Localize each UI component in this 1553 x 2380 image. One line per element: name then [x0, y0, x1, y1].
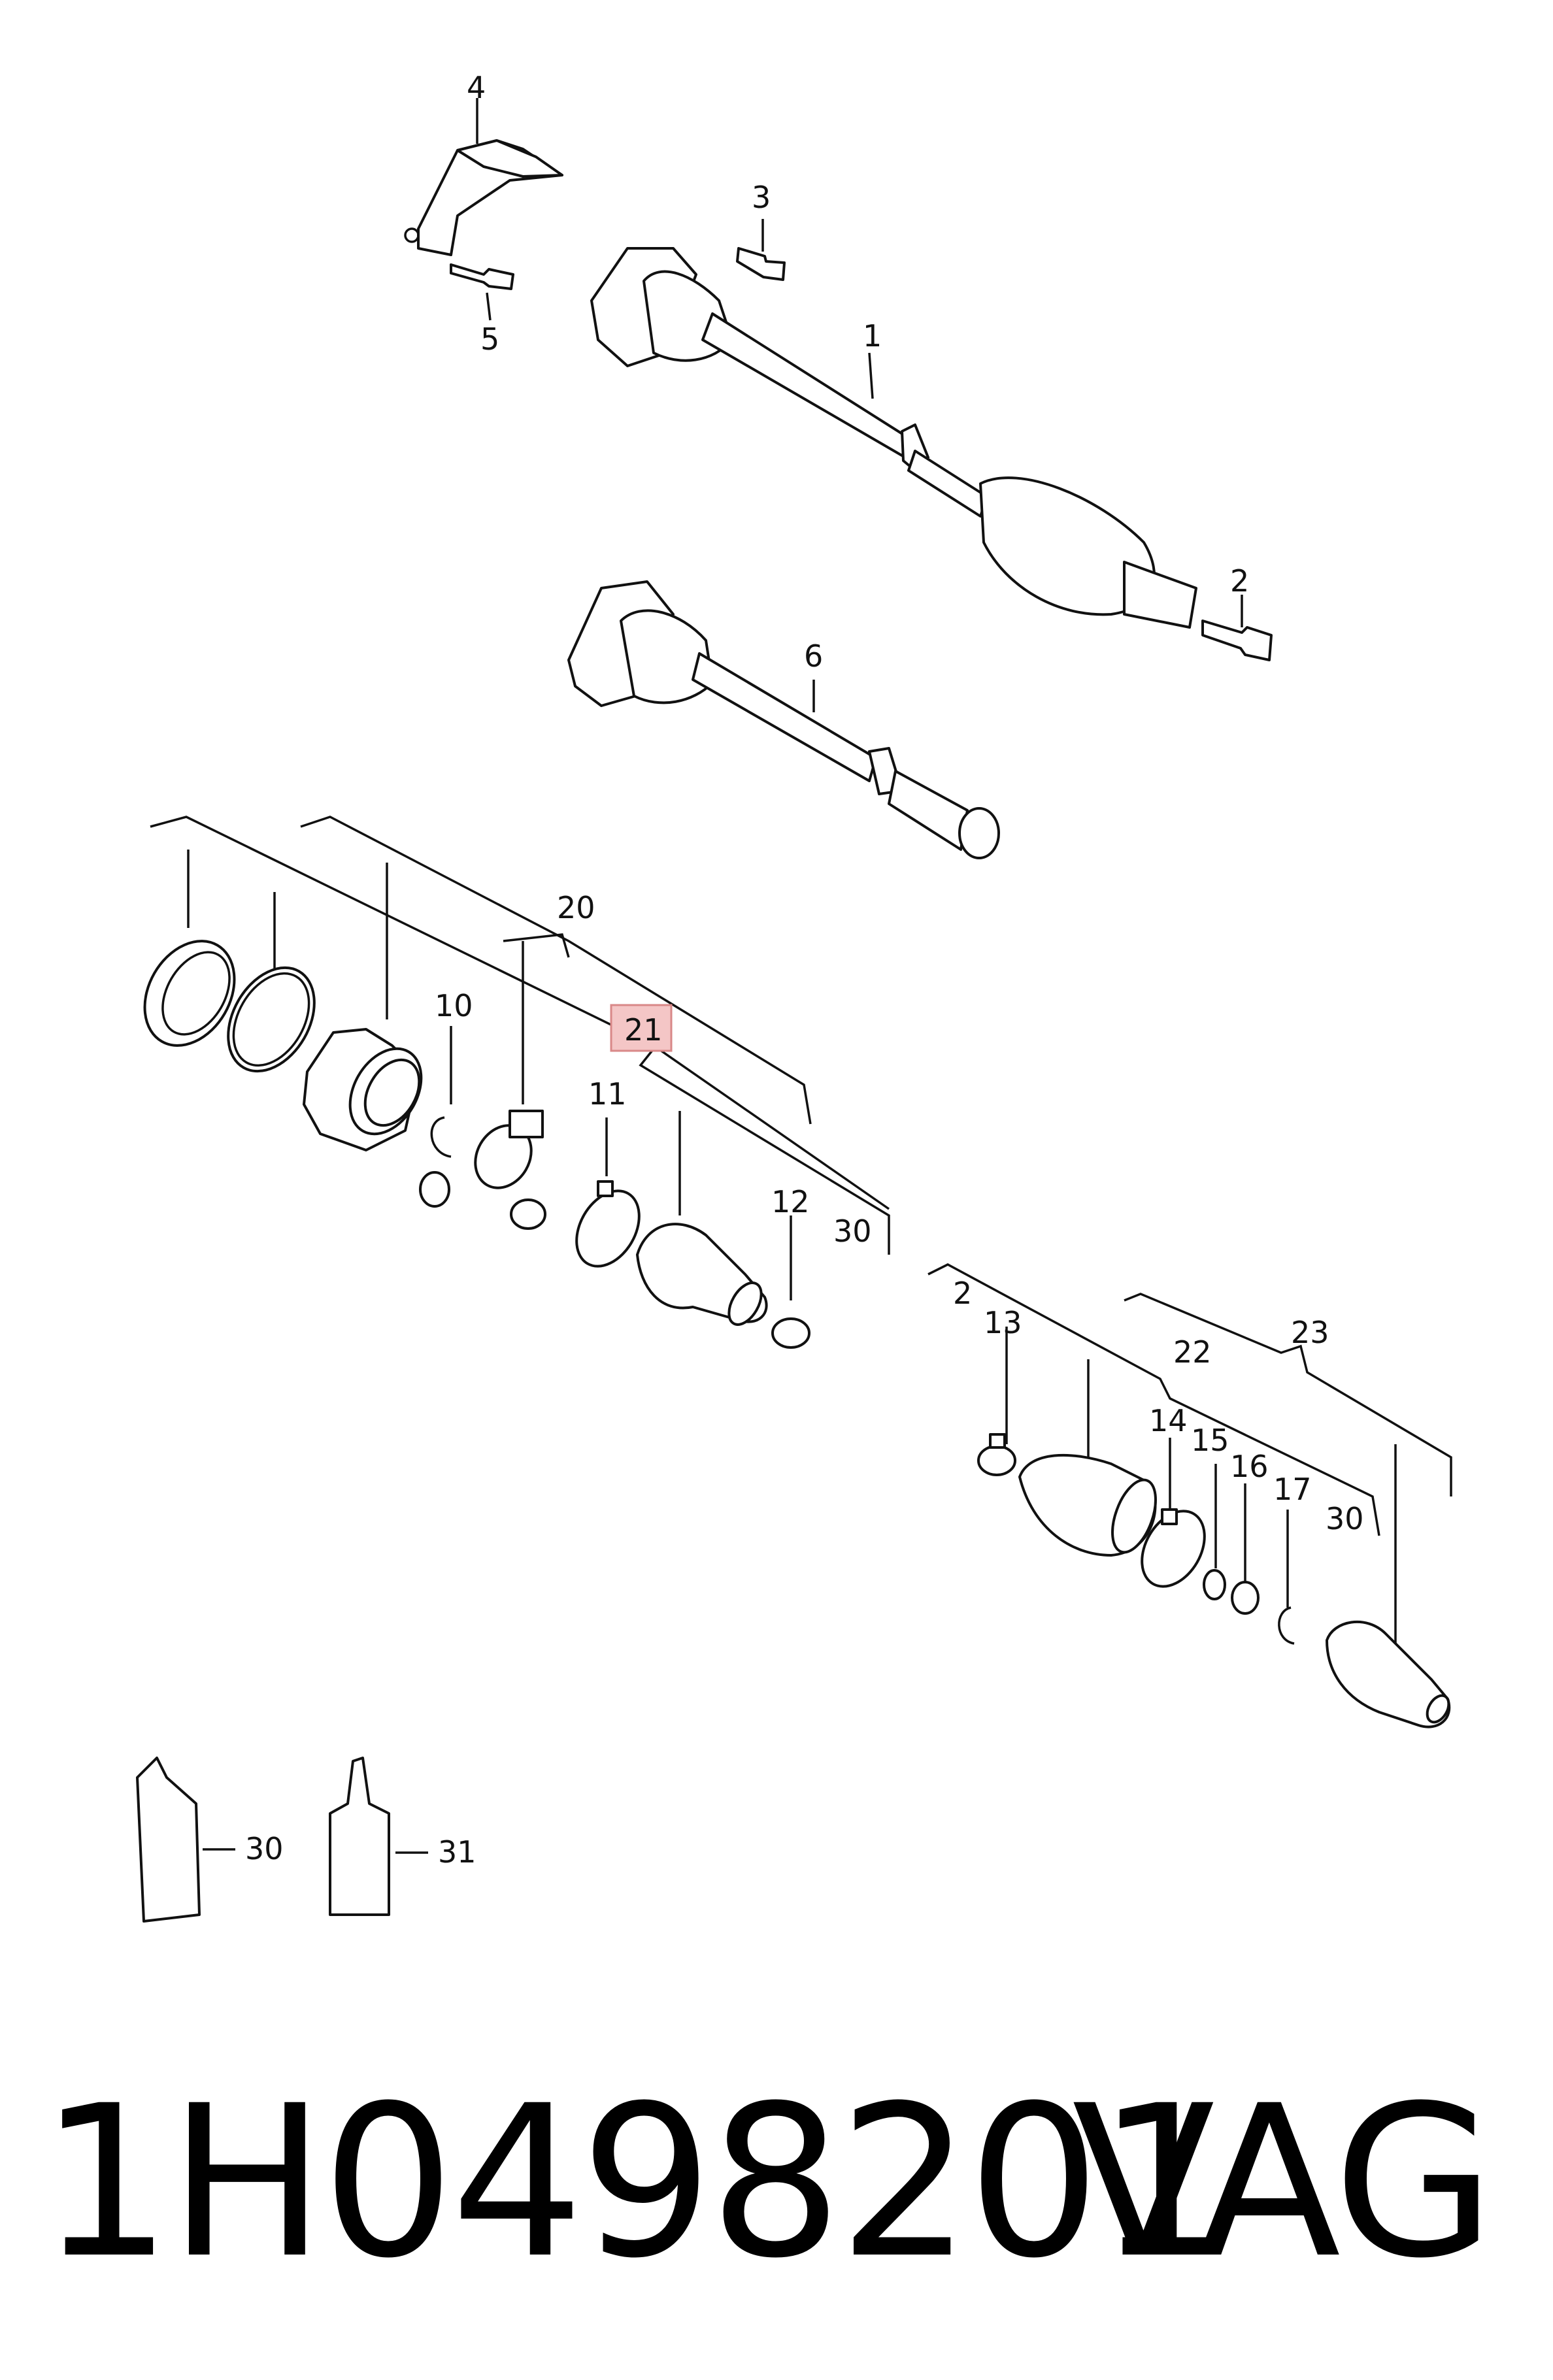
callout-14[interactable]: 14 — [1149, 1403, 1188, 1438]
callout-10[interactable]: 10 — [435, 988, 473, 1023]
bracket-lines-left-group — [150, 816, 890, 1300]
callout-30-tube[interactable]: 30 — [245, 1831, 284, 1866]
outer-joint-parts — [977, 1433, 1451, 1728]
callout-16[interactable]: 16 — [1230, 1449, 1269, 1484]
bolt-part-2-top — [1201, 595, 1273, 661]
callout-6[interactable]: 6 — [804, 638, 823, 674]
shaft-part-6 — [567, 580, 1000, 859]
callout-17[interactable]: 17 — [1273, 1472, 1312, 1507]
heat-shield-part-4 — [404, 98, 563, 256]
callout-2-right[interactable]: 2 — [953, 1276, 972, 1311]
callout-4[interactable]: 4 — [467, 70, 486, 105]
bolt-part-5 — [450, 263, 514, 321]
callout-2-top[interactable]: 2 — [1230, 563, 1249, 599]
callout-20[interactable]: 20 — [557, 890, 595, 925]
bottle-part-31 — [329, 1757, 428, 1916]
callout-23[interactable]: 23 — [1291, 1315, 1329, 1350]
callout-11[interactable]: 11 — [588, 1076, 627, 1112]
brand-label: VAG — [1072, 2061, 1495, 2304]
callout-5[interactable]: 5 — [480, 322, 499, 357]
rings-and-joint-parts — [143, 940, 810, 1349]
drive-shaft-part-1 — [590, 247, 1197, 629]
callout-30-kit[interactable]: 30 — [833, 1214, 872, 1249]
callout-22[interactable]: 22 — [1173, 1334, 1212, 1370]
callout-31[interactable]: 31 — [438, 1834, 476, 1870]
callout-13[interactable]: 13 — [984, 1305, 1022, 1340]
bolt-part-3 — [736, 219, 786, 281]
callout-21-highlight — [610, 1004, 673, 1052]
callout-3[interactable]: 3 — [752, 180, 771, 215]
part-number-label: 1H0498201 — [39, 2061, 1229, 2304]
grease-tube-part-30 — [136, 1757, 235, 1923]
callout-1[interactable]: 1 — [863, 318, 882, 354]
callout-12[interactable]: 12 — [771, 1184, 810, 1219]
callout-30-right[interactable]: 30 — [1326, 1501, 1364, 1536]
callout-15[interactable]: 15 — [1191, 1423, 1229, 1458]
callout-21[interactable]: 21 — [624, 1012, 663, 1048]
